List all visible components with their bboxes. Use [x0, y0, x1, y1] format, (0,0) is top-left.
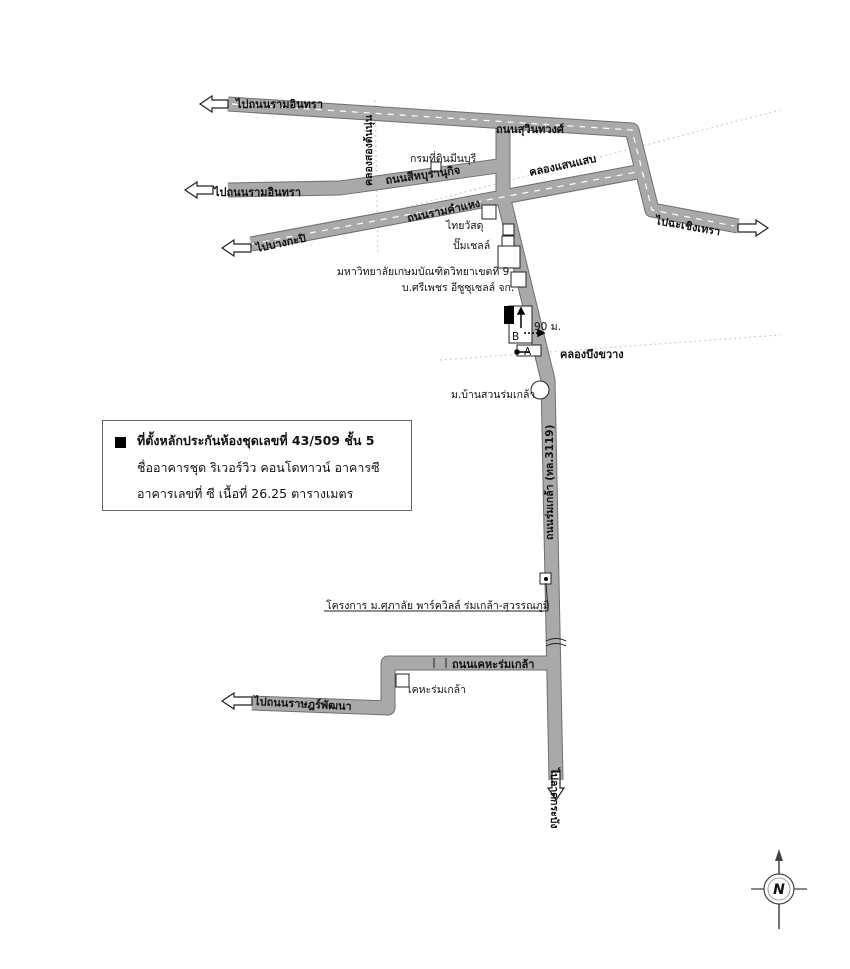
label-marker-a: A	[524, 346, 532, 358]
thai-watsadu-building	[481, 204, 497, 220]
arrow-left-icon	[198, 94, 229, 114]
canal-bueng-khwang	[439, 334, 781, 361]
label-kehaa-romklao-road: ถนนเคหะร่มเกล้า	[452, 658, 534, 671]
compass-icon: N	[751, 849, 807, 929]
legend-line-3: อาคารเลขที่ ซี เนื้อที่ 26.25 ตารางเมตร	[137, 486, 354, 501]
arrow-left-icon	[220, 238, 252, 258]
project-dot	[544, 577, 548, 581]
project-leader	[545, 582, 549, 612]
label-bueng-khwang: คลองบึงขวาง	[560, 348, 624, 361]
label-land-dept: กรมที่ดินมีนบุรี	[410, 151, 477, 165]
label-kehaa: เคหะร่มเกล้า	[408, 684, 466, 696]
label-distance: 90 ม.	[534, 321, 561, 333]
label-to-rat-phatthana: ไปถนนราษฎร์พัฒนา	[252, 694, 352, 713]
collateral-marker	[504, 306, 514, 324]
canal-lines	[299, 99, 781, 361]
legend-marker-icon	[115, 437, 126, 448]
sripetch-building	[510, 271, 527, 288]
suan-romklao-marker	[530, 380, 550, 400]
label-pump: ปั๊มเชลล์	[453, 237, 490, 252]
land-dept-building	[430, 161, 442, 172]
label-to-ramintra-mid: ไปถนนรามอินทรา	[212, 185, 301, 199]
label-university: มหาวิทยาลัยเกษมบัณฑิตวิทยาเขตที่ 9	[337, 264, 509, 278]
legend-line-2: ชื่ออาคารชุด ริเวอร์วิว คอนโดทาวน์ อาคาร…	[137, 460, 380, 475]
direction-arrows	[183, 94, 770, 802]
label-marker-b: B	[512, 331, 519, 343]
label-to-ramintra-top: ไปถนนรามอินทรา	[234, 97, 323, 111]
canal-song-ton-nun	[374, 99, 379, 256]
label-romklao: ถนนร่มเกล้า (ทล.3119)	[543, 425, 556, 540]
label-seehaburanukit: ถนนสีหบุรานุกิจ	[385, 164, 462, 188]
compass-letter: N	[773, 882, 785, 898]
pump-building	[502, 223, 515, 236]
arrow-down-icon	[546, 771, 566, 802]
label-sripetch: บ.ศรีเพชร อีซูซุเซลล์ จก.	[402, 281, 514, 294]
label-suwinthawong: ถนนสุวินทวงศ์	[496, 123, 565, 137]
label-project: โครงการ ม.ศุภาลัย พาร์ควิลล์ ร่มเกล้า-สุ…	[326, 599, 550, 612]
legend-line-1: ที่ตั้งหลักประกันห้องชุดเลขที่ 43/509 ชั…	[137, 433, 375, 448]
label-thai-watsadu: ไทยวัสดุ	[445, 219, 483, 232]
distance-arrow	[514, 306, 546, 355]
label-suan-romklao: ม.บ้านสวนร่มเกล้า	[451, 389, 535, 401]
kehaa-building	[395, 673, 410, 688]
road-suwinthawong	[227, 97, 740, 233]
label-to-lat-krabang: ไปลาดกระบัง	[548, 767, 561, 829]
misc-building	[501, 235, 515, 247]
arrow-right-icon	[737, 218, 770, 238]
road-break-marks	[433, 638, 567, 668]
road-seehaburanukit	[227, 158, 506, 197]
label-song-ton-nun: คลองสองต้นนุ่น	[362, 114, 376, 186]
legend-box: ที่ตั้งหลักประกันห้องชุดเลขที่ 43/509 ชั…	[102, 420, 412, 511]
road-kehaa-romklao	[251, 656, 552, 715]
arrow-left-icon	[220, 691, 253, 711]
university-building	[497, 245, 521, 269]
arrow-left-icon	[183, 180, 214, 200]
